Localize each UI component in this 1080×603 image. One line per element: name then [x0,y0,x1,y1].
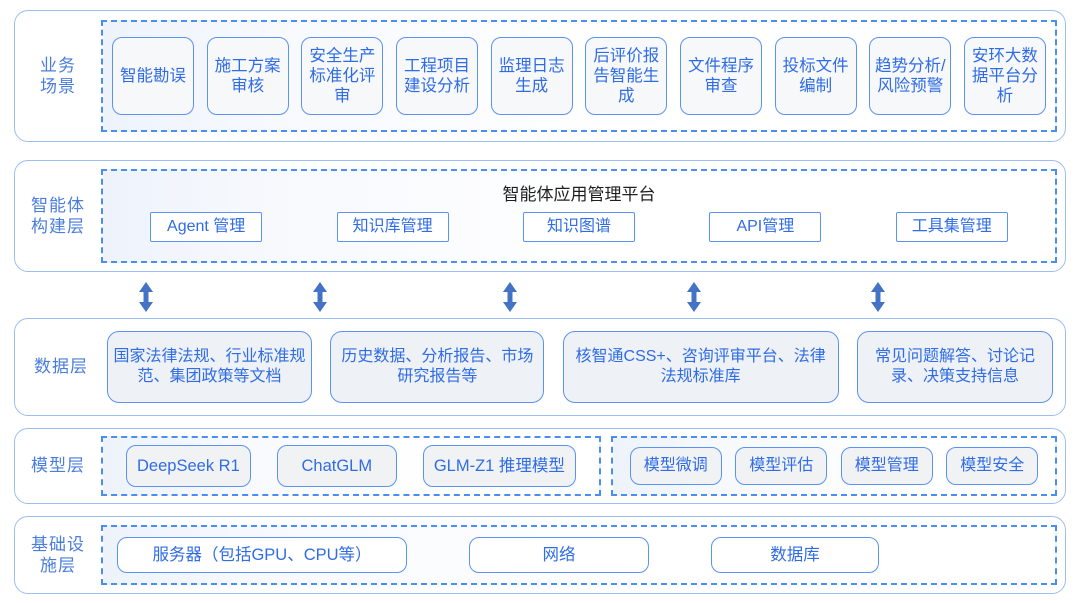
platform-title: 智能体应用管理平台 [502,185,656,204]
model-op-finetune[interactable]: 模型微调 [629,447,722,485]
platform-module-knowledge-graph[interactable]: 知识图谱 [522,212,635,242]
agent-platform-group: 智能体应用管理平台 Agent 管理 知识库管理 知识图谱 API管理 工具集管… [101,169,1057,263]
scenario-box-8[interactable]: 投标文件编制 [774,37,857,115]
layer-label-infrastructure: 基础设 施层 [31,534,85,575]
infrastructure-group: 服务器（包括GPU、CPU等） 网络 数据库 [101,525,1057,585]
double-arrow-vertical-icon [871,282,885,312]
infra-database[interactable]: 数据库 [711,537,879,573]
model-op-management[interactable]: 模型管理 [840,447,933,485]
data-source-history-reports[interactable]: 历史数据、分析报告、市场研究报告等 [330,331,545,403]
connector-arrows [14,280,1066,314]
data-source-platforms[interactable]: 核智通CSS+、咨询评审平台、法律法规标准库 [562,331,839,403]
platform-module-agent-management[interactable]: Agent 管理 [150,212,263,242]
model-op-evaluation[interactable]: 模型评估 [735,447,828,485]
layer-label-data: 数据层 [34,357,88,377]
infra-server[interactable]: 服务器（包括GPU、CPU等） [117,537,407,573]
model-chatglm[interactable]: ChatGLM [276,445,397,487]
layer-agent-build: 智能体 构建层 智能体应用管理平台 Agent 管理 知识库管理 知识图谱 AP… [14,160,1066,272]
infra-network[interactable]: 网络 [469,537,649,573]
layer-infrastructure: 基础设 施层 服务器（包括GPU、CPU等） 网络 数据库 [14,516,1066,594]
double-arrow-vertical-icon [503,282,517,312]
platform-modules-row: Agent 管理 知识库管理 知识图谱 API管理 工具集管理 [103,212,1055,242]
business-scenarios-group: 智能勘误 施工方案审核 安全生产标准化评审 工程项目建设分析 监理日志生成 后评… [101,20,1057,132]
scenario-box-2[interactable]: 施工方案审核 [206,37,289,115]
model-foundation-group: DeepSeek R1 ChatGLM GLM-Z1 推理模型 [101,436,601,496]
scenario-box-10[interactable]: 安环大数据平台分析 [963,37,1046,115]
scenario-box-4[interactable]: 工程项目建设分析 [395,37,478,115]
double-arrow-vertical-icon [687,282,701,312]
platform-module-api[interactable]: API管理 [709,212,822,242]
double-arrow-vertical-icon [313,282,327,312]
layer-model: 模型层 DeepSeek R1 ChatGLM GLM-Z1 推理模型 模型微调… [14,428,1066,504]
scenario-box-5[interactable]: 监理日志生成 [490,37,573,115]
scenario-box-1[interactable]: 智能勘误 [112,37,194,115]
layer-label-business: 业务 场景 [40,55,76,96]
double-arrow-vertical-icon [139,282,153,312]
scenario-box-6[interactable]: 后评价报告智能生成 [585,37,668,115]
data-source-faq[interactable]: 常见问题解答、讨论记录、决策支持信息 [856,331,1053,403]
scenario-box-7[interactable]: 文件程序审查 [679,37,762,115]
platform-module-knowledge-base[interactable]: 知识库管理 [336,212,449,242]
model-op-security[interactable]: 模型安全 [946,447,1039,485]
layer-label-model: 模型层 [31,456,85,476]
layer-label-agent: 智能体 构建层 [31,195,85,236]
model-groups: DeepSeek R1 ChatGLM GLM-Z1 推理模型 模型微调 模型评… [101,429,1065,503]
model-ops-group: 模型微调 模型评估 模型管理 模型安全 [611,436,1057,496]
data-sources-group: 国家法律法规、行业标准规范、集团政策等文档 历史数据、分析报告、市场研究报告等 … [107,319,1065,415]
model-glm-z1[interactable]: GLM-Z1 推理模型 [422,445,576,487]
scenario-box-3[interactable]: 安全生产标准化评审 [301,37,384,115]
platform-module-toolset[interactable]: 工具集管理 [895,212,1008,242]
scenario-box-9[interactable]: 趋势分析/风险预警 [869,37,952,115]
data-source-regulations[interactable]: 国家法律法规、行业标准规范、集团政策等文档 [107,331,312,403]
layer-business-scenarios: 业务 场景 智能勘误 施工方案审核 安全生产标准化评审 工程项目建设分析 监理日… [14,10,1066,142]
model-deepseek-r1[interactable]: DeepSeek R1 [126,445,251,487]
layer-data: 数据层 国家法律法规、行业标准规范、集团政策等文档 历史数据、分析报告、市场研究… [14,318,1066,416]
